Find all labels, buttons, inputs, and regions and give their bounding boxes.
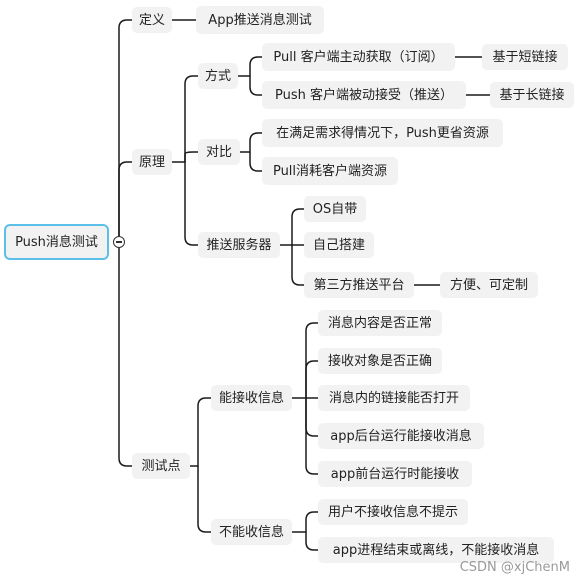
server-item-self[interactable]: 自己搭建 bbox=[304, 232, 374, 258]
edge-principle-method bbox=[172, 75, 198, 163]
pull-node[interactable]: Pull 客户端主动获取（订阅） bbox=[262, 43, 455, 71]
edge-can-5 bbox=[305, 398, 318, 475]
edge-test-can bbox=[190, 397, 211, 467]
push-node[interactable]: Push 客户端被动接受（推送） bbox=[262, 81, 466, 109]
edge-test-cannot bbox=[197, 466, 211, 533]
watermark: CSDN @xjChenM bbox=[459, 560, 570, 575]
edge-method-push bbox=[249, 76, 262, 96]
method-node[interactable]: 方式 bbox=[198, 63, 238, 89]
can-receive-item-1[interactable]: 消息内容是否正常 bbox=[318, 310, 442, 336]
push-note-node[interactable]: 基于长链接 bbox=[490, 82, 574, 108]
cannot-receive-item-1[interactable]: 用户不接收信息不提示 bbox=[318, 499, 468, 525]
edge-compare-item2 bbox=[249, 152, 262, 172]
edge-root-definition bbox=[118, 19, 132, 242]
can-receive-node[interactable]: 能接收信息 bbox=[211, 385, 292, 411]
root-node[interactable]: Push消息测试 bbox=[4, 224, 109, 260]
edge-can-4 bbox=[305, 398, 318, 437]
can-receive-item-5[interactable]: app前台运行时能接收 bbox=[318, 461, 472, 487]
edge-principle-server bbox=[184, 162, 198, 246]
principle-node[interactable]: 原理 bbox=[132, 149, 172, 175]
test-points-node[interactable]: 测试点 bbox=[132, 453, 190, 479]
root-label: Push消息测试 bbox=[15, 234, 98, 250]
can-receive-item-2[interactable]: 接收对象是否正确 bbox=[318, 348, 442, 374]
can-receive-item-4[interactable]: app后台运行能接收消息 bbox=[318, 423, 484, 449]
server-item-os[interactable]: OS自带 bbox=[304, 196, 366, 222]
server-item-third[interactable]: 第三方推送平台 bbox=[304, 272, 414, 298]
edge-server-os bbox=[280, 208, 304, 246]
edge-principle-compare bbox=[184, 151, 198, 162]
third-party-note-node[interactable]: 方便、可定制 bbox=[440, 272, 538, 298]
pull-note-node[interactable]: 基于短链接 bbox=[482, 44, 568, 70]
edge-compare-item1 bbox=[240, 132, 262, 153]
edge-server-third bbox=[291, 245, 304, 286]
compare-node[interactable]: 对比 bbox=[198, 139, 240, 165]
cannot-receive-item-2[interactable]: app进程结束或离线，不能接收消息 bbox=[318, 537, 554, 563]
compare-item-1[interactable]: 在满足需求得情况下，Push更省资源 bbox=[262, 119, 503, 147]
definition-node[interactable]: 定义 bbox=[132, 7, 172, 33]
server-node[interactable]: 推送服务器 bbox=[198, 232, 280, 258]
edge-can-1 bbox=[292, 322, 318, 399]
edge-method-pull bbox=[238, 56, 262, 77]
collapse-toggle-icon[interactable] bbox=[113, 236, 125, 248]
edge-root-principle bbox=[118, 161, 132, 242]
can-receive-item-3[interactable]: 消息内的链接能否打开 bbox=[318, 385, 470, 411]
edge-cannot-1 bbox=[292, 511, 318, 533]
edge-root-testpoints bbox=[118, 242, 132, 467]
cannot-receive-node[interactable]: 不能收信息 bbox=[211, 519, 292, 545]
edge-can-2 bbox=[305, 360, 318, 398]
definition-value-node[interactable]: App推送消息测试 bbox=[196, 6, 324, 34]
compare-item-2[interactable]: Pull消耗客户端资源 bbox=[262, 157, 398, 185]
edge-cannot-2 bbox=[305, 532, 318, 551]
